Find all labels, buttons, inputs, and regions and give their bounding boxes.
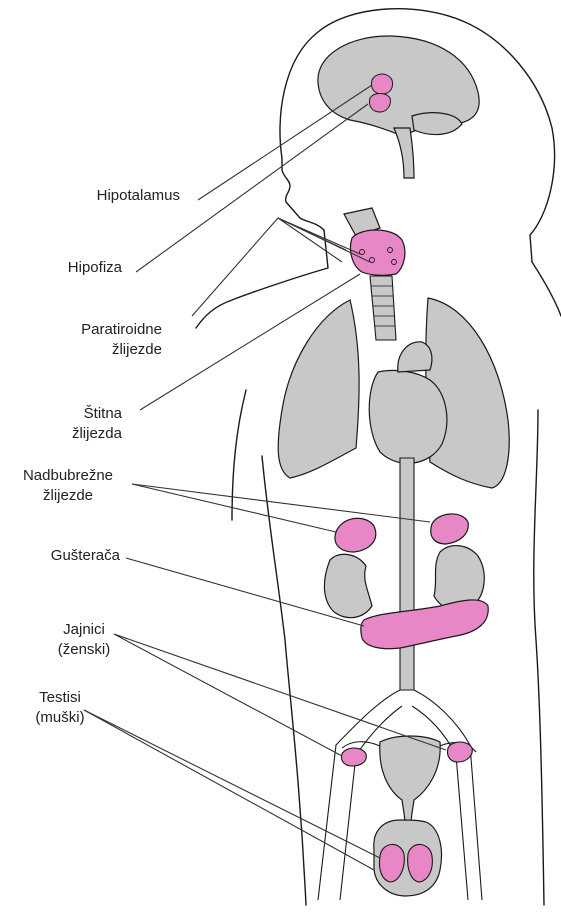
label-testes-line1: Testisi	[30, 688, 90, 708]
label-hypothalamus: Hipotalamus	[46, 186, 180, 206]
thyroid-gland	[350, 230, 404, 275]
label-ovaries-line1: Jajnici	[52, 620, 116, 640]
label-thyroid: Štitna žlijezda	[40, 404, 122, 444]
parathyroid-leader-base	[192, 218, 278, 316]
ovary-leader-left	[114, 634, 342, 756]
left-ovary	[341, 748, 366, 766]
label-adrenal-line1: Nadbubrežne	[8, 466, 128, 486]
aorta	[398, 342, 432, 372]
right-waist-outline	[534, 410, 544, 905]
label-pituitary: Hipofiza	[46, 258, 122, 278]
right-ovary	[447, 742, 472, 762]
label-parathyroid: Paratiroidne žlijezde	[40, 320, 162, 360]
left-lung	[278, 300, 359, 478]
label-parathyroid-line2: žlijezde	[40, 340, 162, 360]
right-testis	[408, 844, 433, 882]
left-arm-outline	[232, 390, 246, 520]
label-hypothalamus-text: Hipotalamus	[97, 187, 180, 204]
label-pituitary-text: Hipofiza	[68, 259, 122, 276]
label-pancreas-text: Gušterača	[51, 547, 120, 564]
pituitary-gland	[369, 94, 390, 113]
pancreas-gland	[361, 600, 489, 649]
label-testes: Testisi (muški)	[30, 688, 90, 728]
label-ovaries: Jajnici (ženski)	[52, 620, 116, 660]
testis-leader-left	[84, 710, 380, 858]
label-adrenal: Nadbubrežne žlijezde	[8, 466, 128, 506]
heart	[369, 370, 447, 463]
adrenal-leader-left	[132, 484, 336, 532]
parathyroid-leader-d	[278, 218, 342, 262]
label-thyroid-line1: Štitna	[40, 404, 122, 424]
left-kidney	[324, 554, 372, 617]
label-pancreas: Gušterača	[40, 546, 120, 566]
hypothalamus-leader	[198, 85, 372, 200]
right-adrenal-gland	[431, 514, 468, 544]
right-side-outline	[532, 262, 561, 316]
left-adrenal-gland	[335, 518, 376, 552]
label-ovaries-line2: (ženski)	[52, 640, 116, 660]
brainstem	[394, 128, 414, 178]
label-adrenal-line2: žlijezde	[8, 486, 128, 506]
hypothalamus-gland	[371, 74, 392, 94]
label-testes-line2: (muški)	[30, 708, 90, 728]
descending-aorta	[400, 458, 414, 690]
left-shoulder-outline	[196, 230, 328, 328]
label-thyroid-line2: žlijezda	[40, 424, 122, 444]
label-parathyroid-line1: Paratiroidne	[40, 320, 162, 340]
adrenal-leader-right	[132, 484, 430, 522]
face-profile	[282, 158, 324, 230]
